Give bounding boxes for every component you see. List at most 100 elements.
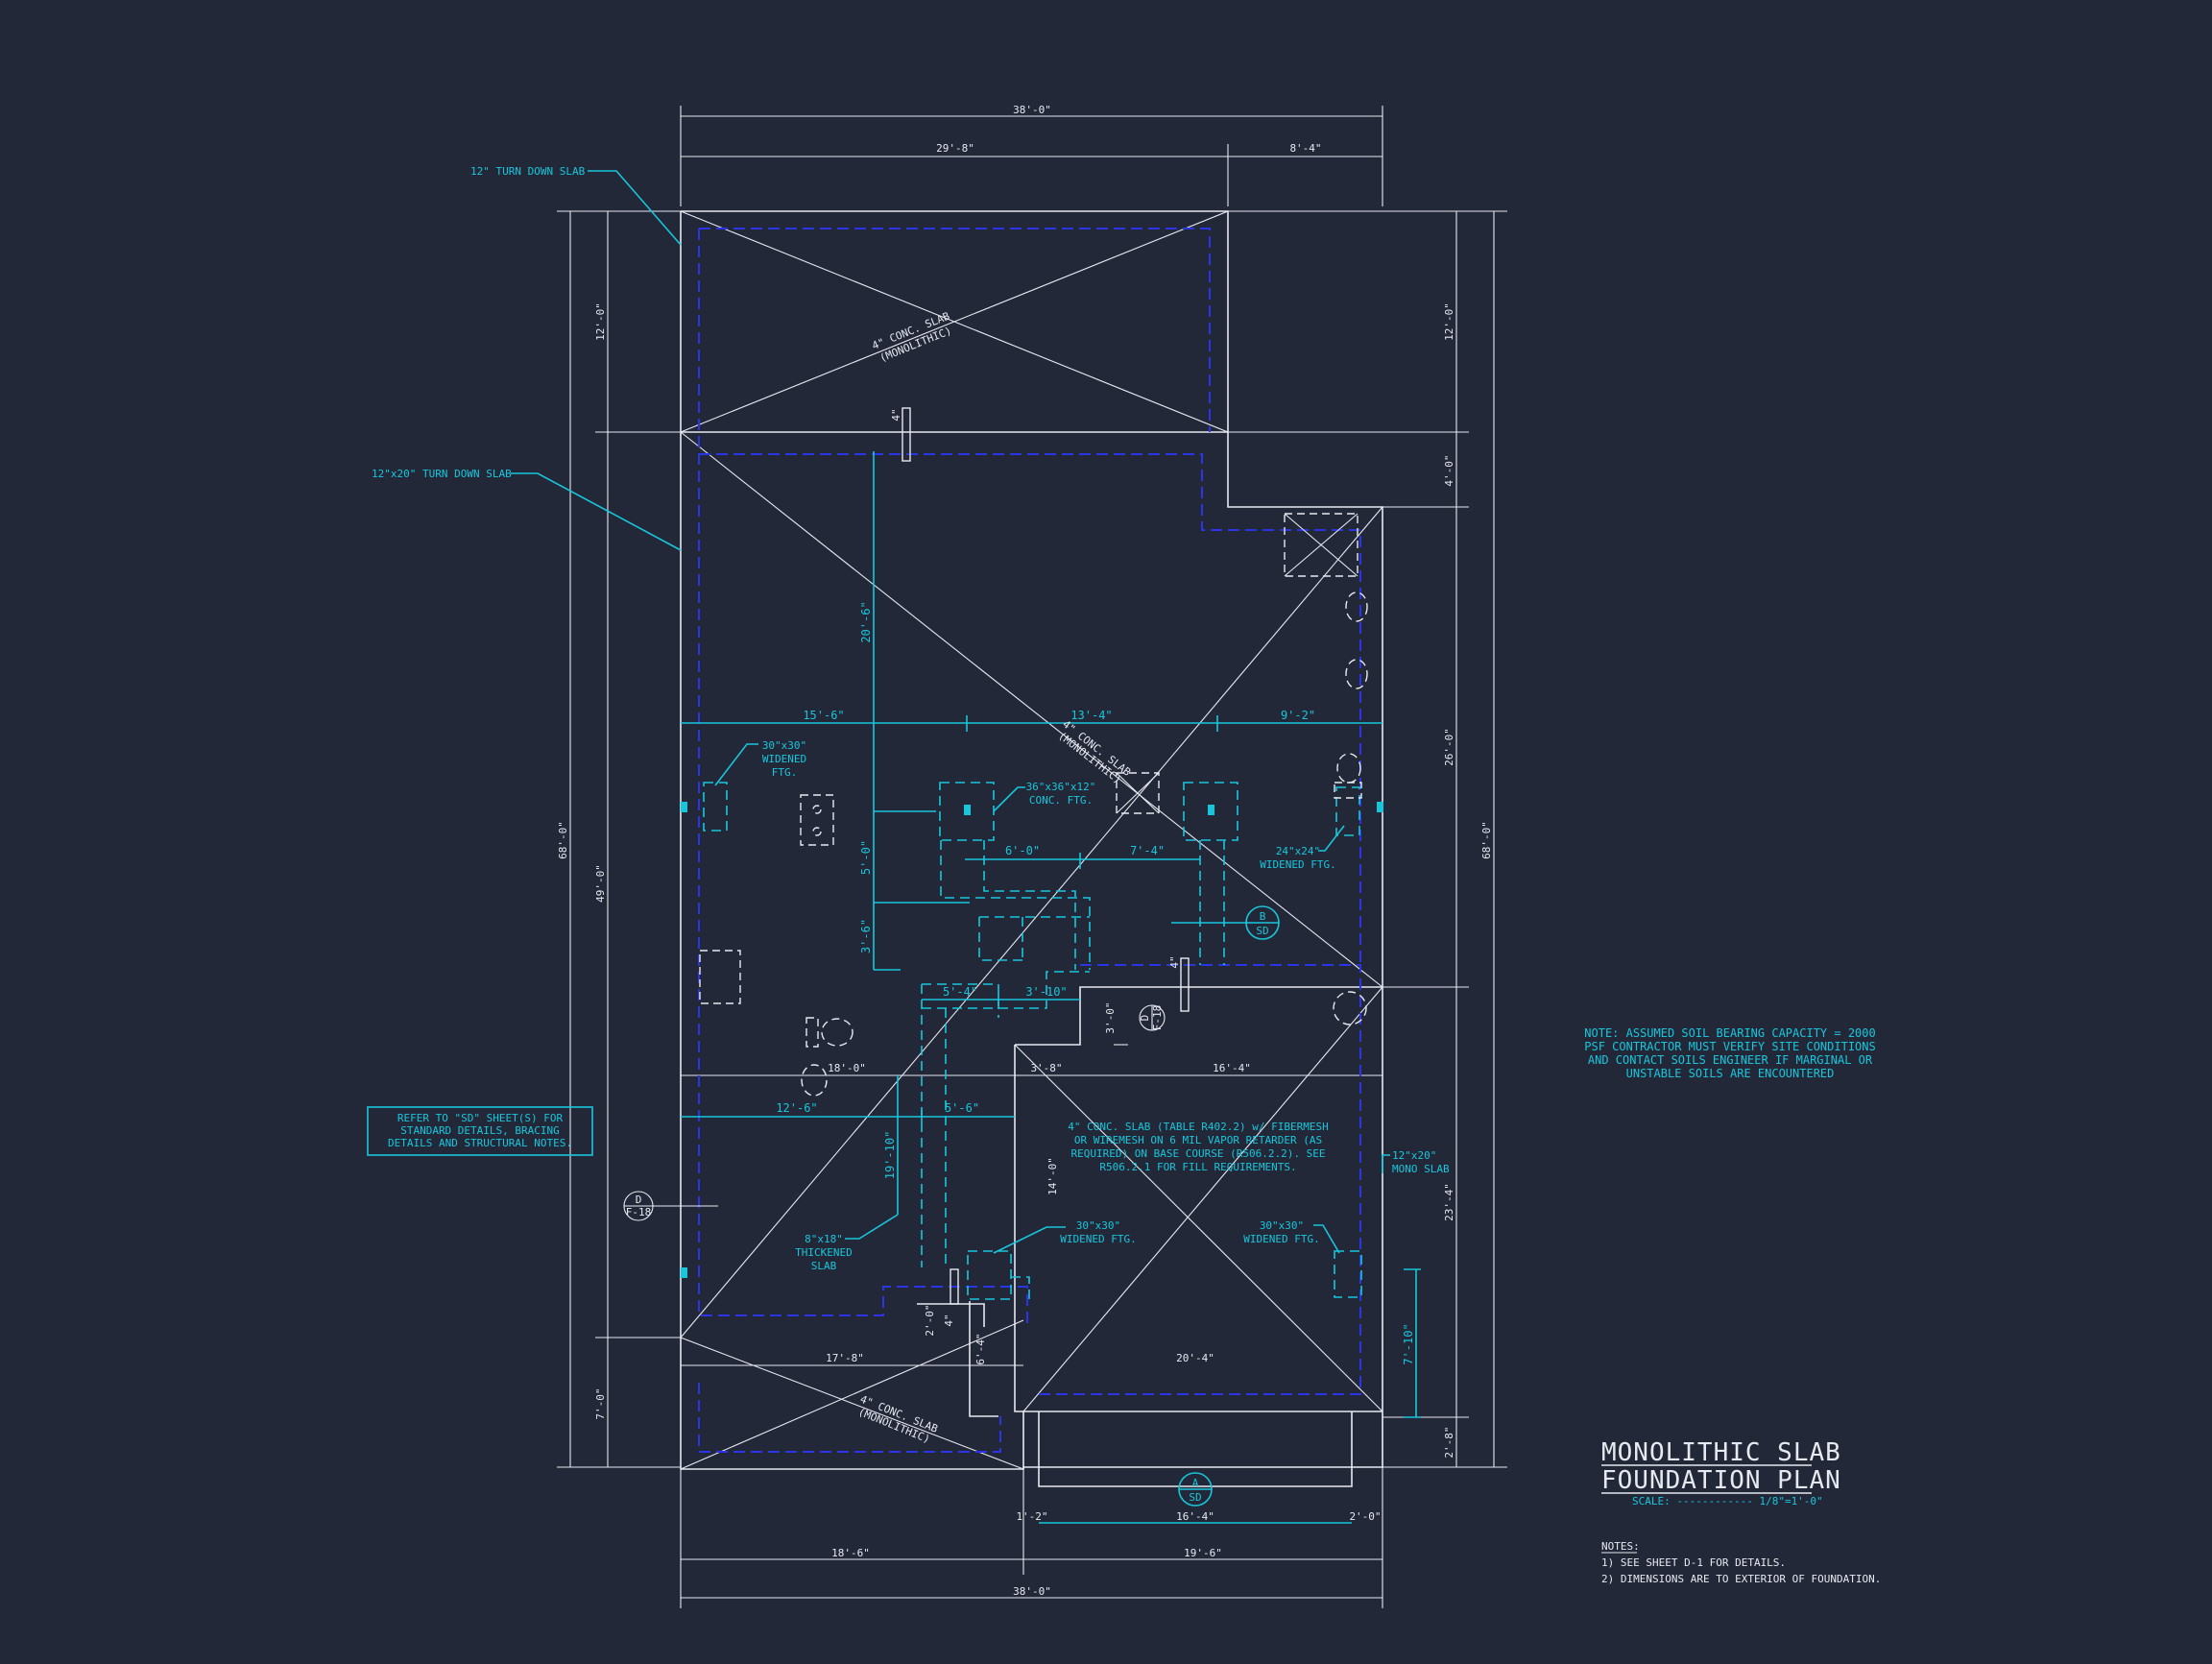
widened-footing-right bbox=[1335, 786, 1360, 836]
svg-text:R506.2.1 FOR FILL REQUIREMENTS: R506.2.1 FOR FILL REQUIREMENTS. bbox=[1099, 1161, 1296, 1173]
svg-text:SD: SD bbox=[1189, 1491, 1201, 1504]
section-callouts: B SD A SD D F-18 D F-18 bbox=[623, 905, 1280, 1507]
dim-7-10: 7'-10" bbox=[1402, 1323, 1415, 1364]
svg-text:SD: SD bbox=[1256, 925, 1268, 937]
dimension-text: 38'-0" 29'-8" 8'-4" 18'-6" 19'-6" 38'-0"… bbox=[557, 104, 1493, 1598]
dim-3-0: 3'-0" bbox=[1104, 1001, 1117, 1033]
thickened-slab-label: 8"x18" bbox=[805, 1233, 843, 1245]
notes-item-1: 1) SEE SHEET D-1 FOR DETAILS. bbox=[1601, 1556, 1786, 1569]
dim-15-6: 15'-6" bbox=[803, 709, 844, 722]
dim-top-overall: 38'-0" bbox=[1013, 104, 1051, 116]
svg-text:NOTE: ASSUMED SOIL BEARING CAP: NOTE: ASSUMED SOIL BEARING CAPACITY = 20… bbox=[1584, 1026, 1875, 1040]
dim-20-4: 20'-4" bbox=[1176, 1352, 1214, 1364]
callout-labels: 12" TURN DOWN SLAB 12"x20" TURN DOWN SLA… bbox=[372, 165, 1450, 1272]
dim-19-10: 19'-10" bbox=[883, 1131, 897, 1180]
dim-7-4: 7'-4" bbox=[1130, 844, 1165, 857]
title-scale: SCALE: ------------ 1/8"=1'-0" bbox=[1632, 1495, 1823, 1507]
turn-down-12-label: 12" TURN DOWN SLAB bbox=[470, 165, 586, 178]
dim-top-right: 8'-4" bbox=[1289, 142, 1321, 155]
dim-porch-1-2: 1'-2" bbox=[1016, 1510, 1047, 1523]
svg-text:F-18: F-18 bbox=[1151, 1005, 1164, 1031]
dim-3-10: 3'-10" bbox=[1025, 985, 1067, 999]
svg-text:PSF CONTRACTOR MUST VERIFY SIT: PSF CONTRACTOR MUST VERIFY SITE CONDITIO… bbox=[1584, 1040, 1875, 1053]
svg-text:B: B bbox=[1260, 910, 1266, 923]
dim-right-c: 26'-0" bbox=[1443, 728, 1455, 766]
dim-right-d: 23'-4" bbox=[1443, 1183, 1455, 1221]
svg-text:A: A bbox=[1192, 1477, 1199, 1489]
slab-diagonals bbox=[680, 210, 1383, 1470]
svg-text:WIDENED FTG.: WIDENED FTG. bbox=[1060, 1233, 1136, 1245]
soil-bearing-note: NOTE: ASSUMED SOIL BEARING CAPACITY = 20… bbox=[1584, 1026, 1875, 1080]
dimension-lines bbox=[557, 106, 1507, 1608]
dim-right-b: 4'-0" bbox=[1443, 454, 1455, 486]
toilet-fixture-c bbox=[1336, 753, 1361, 784]
mech-pad bbox=[1116, 772, 1160, 814]
garage-slab-note: 4" CONC. SLAB (TABLE R402.2) w/ FIBERMES… bbox=[1068, 1121, 1329, 1133]
svg-text:CONC. FTG.: CONC. FTG. bbox=[1029, 794, 1093, 807]
svg-text:WIDENED FTG.: WIDENED FTG. bbox=[1260, 858, 1335, 871]
dim-bottom-overall: 38'-0" bbox=[1013, 1585, 1051, 1598]
svg-text:4": 4" bbox=[890, 408, 902, 421]
dim-6-4: 6'-4" bbox=[974, 1333, 987, 1364]
turn-down-12x20-label: 12"x20" TURN DOWN SLAB bbox=[372, 468, 512, 480]
title-line-1: MONOLITHIC SLAB bbox=[1601, 1438, 1841, 1467]
mono-slab-label: 12"x20" bbox=[1392, 1149, 1436, 1162]
widened-30-label: 30"x30" bbox=[762, 739, 806, 752]
svg-text:FTG.: FTG. bbox=[772, 766, 798, 779]
dim-left-overall: 68'-0" bbox=[557, 821, 569, 859]
svg-text:WIDENED FTG.: WIDENED FTG. bbox=[1243, 1233, 1319, 1245]
svg-text:REFER TO "SD" SHEET(S) FOR: REFER TO "SD" SHEET(S) FOR bbox=[397, 1112, 564, 1124]
toilet-fixture-a bbox=[1345, 591, 1368, 622]
notes-item-2: 2) DIMENSIONS ARE TO EXTERIOR OF FOUNDAT… bbox=[1601, 1573, 1881, 1585]
general-notes: NOTES: 1) SEE SHEET D-1 FOR DETAILS. 2) … bbox=[1601, 1540, 1881, 1585]
refer-note-box: REFER TO "SD" SHEET(S) FOR STANDARD DETA… bbox=[367, 1106, 593, 1156]
dim-2-0: 2'-0" bbox=[924, 1304, 936, 1336]
dim-4-in: 4" bbox=[943, 1314, 955, 1326]
svg-text:UNSTABLE SOILS ARE ENCOUNTERED: UNSTABLE SOILS ARE ENCOUNTERED bbox=[1626, 1067, 1835, 1080]
conc-footing-b bbox=[1183, 782, 1238, 841]
toilet-fixture-b bbox=[1345, 659, 1368, 689]
dim-5-4: 5'-4" bbox=[943, 985, 977, 999]
title-line-2: FOUNDATION PLAN bbox=[1601, 1466, 1841, 1495]
dim-bottom-right: 19'-6" bbox=[1184, 1547, 1222, 1559]
svg-text:STANDARD DETAILS, BRACING: STANDARD DETAILS, BRACING bbox=[400, 1124, 560, 1137]
widened-footing-left bbox=[703, 782, 728, 832]
dim-porch-16-4: 16'-4" bbox=[1176, 1510, 1214, 1523]
dim-right-overall: 68'-0" bbox=[1480, 821, 1493, 859]
toilet-fixture-e bbox=[801, 1064, 828, 1097]
svg-text:F-18: F-18 bbox=[626, 1206, 652, 1218]
widened-24-label: 24"x24" bbox=[1276, 845, 1320, 857]
svg-text:OR WIREMESH ON 6 MIL VAPOR RET: OR WIREMESH ON 6 MIL VAPOR RETARDER (AS bbox=[1074, 1134, 1322, 1146]
dim-16-4: 16'-4" bbox=[1213, 1062, 1251, 1074]
dim-right-e: 2'-8" bbox=[1443, 1426, 1455, 1458]
interior-dimensions: 15'-6" 13'-4" 9'-2" 20'-6" 5'-0" 3'-6" 6… bbox=[681, 451, 1421, 1524]
dim-porch-2-0: 2'-0" bbox=[1349, 1510, 1381, 1523]
svg-text:REQUIRED) ON BASE COURSE (R506: REQUIRED) ON BASE COURSE (R506.2.2). SEE bbox=[1071, 1147, 1326, 1160]
floor-drain bbox=[1333, 991, 1367, 1025]
svg-text:D: D bbox=[636, 1194, 642, 1206]
dim-9-2: 9'-2" bbox=[1281, 709, 1315, 722]
turn-down-edge-lines bbox=[698, 228, 1361, 1453]
dim-20-6: 20'-6" bbox=[859, 601, 873, 642]
svg-text:MONO SLAB: MONO SLAB bbox=[1392, 1163, 1450, 1175]
dim-left-bottom: 7'-0" bbox=[594, 1387, 607, 1419]
dim-bottom-left: 18'-6" bbox=[831, 1547, 870, 1559]
svg-text:DETAILS AND STRUCTURAL NOTES.: DETAILS AND STRUCTURAL NOTES. bbox=[388, 1137, 572, 1149]
dim-left-top: 12'-0" bbox=[594, 302, 607, 341]
dim-17-8: 17'-8" bbox=[826, 1352, 864, 1364]
widened-garage-b-label: 30"x30" bbox=[1260, 1219, 1304, 1232]
conc-ftg-label: 36"x36"x12" bbox=[1026, 781, 1096, 793]
slab-labels: 4" CONC. SLAB (MONOLITHIC) 4" CONC. SLAB… bbox=[856, 309, 1133, 1445]
notes-heading: NOTES: bbox=[1601, 1540, 1640, 1553]
widened-garage-a-label: 30"x30" bbox=[1076, 1219, 1120, 1232]
dim-13-4: 13'-4" bbox=[1070, 709, 1112, 722]
foundation-outline bbox=[680, 210, 1383, 1487]
shower-fixture bbox=[1284, 513, 1358, 577]
dim-5-6: 5'-6" bbox=[945, 1101, 979, 1115]
double-sink bbox=[800, 794, 834, 846]
dim-12-6: 12'-6" bbox=[776, 1101, 817, 1115]
widened-footing-garage-b bbox=[1334, 1250, 1362, 1298]
svg-text:SLAB: SLAB bbox=[811, 1260, 837, 1272]
